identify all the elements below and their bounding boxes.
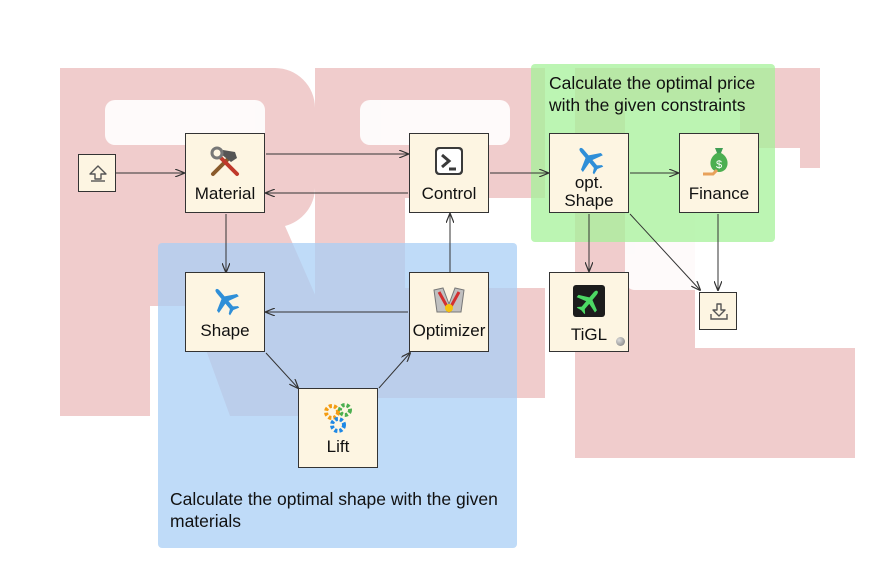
hammer-wrench-icon [210,146,239,176]
price-group-label: Calculate the optimal price with the giv… [549,73,756,115]
opt-shape-label: opt. Shape [564,173,614,210]
opt-shape-node[interactable]: opt. Shape [549,133,629,213]
optimizer-node[interactable]: Optimizer [409,272,489,352]
input-port[interactable] [78,154,116,192]
shape-label: Shape [200,321,250,340]
control-label: Control [421,184,477,203]
lift-label: Lift [326,437,350,456]
money-bag-icon: $ [703,148,728,176]
control-node[interactable]: Control [409,133,489,213]
terminal-icon [435,147,463,175]
download-icon [710,303,728,320]
svg-text:$: $ [716,159,722,171]
shape-node[interactable]: Shape [185,272,265,352]
optimizer-icon [433,287,465,314]
lift-node[interactable]: Lift [298,388,378,468]
shape-group-label: Calculate the optimal shape with the giv… [170,489,498,531]
status-indicator-icon [616,337,625,346]
finance-label: Finance [688,184,750,203]
upload-icon [89,165,107,182]
finance-node[interactable]: $ Finance [679,133,759,213]
tigl-label: TiGL [570,325,608,344]
gears-icon [324,403,352,433]
output-port[interactable] [699,292,737,330]
tigl-node[interactable]: TiGL [549,272,629,352]
material-node[interactable]: Material [185,133,265,213]
airplane-icon [579,147,604,175]
optimizer-label: Optimizer [412,321,486,340]
material-label: Material [194,184,256,203]
tigl-airplane-icon [573,285,605,317]
airplane-icon [215,288,240,316]
